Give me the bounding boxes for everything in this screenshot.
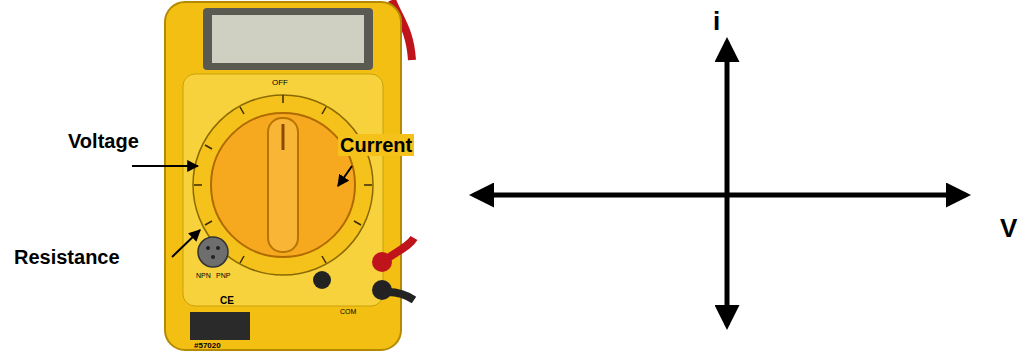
axis-label: V [1000, 215, 1017, 241]
part-label: Current [338, 134, 414, 156]
socket-label: PNP [216, 272, 230, 279]
iv-axes [474, 42, 966, 325]
model-number: #57020 [194, 342, 221, 350]
axis-label: i [713, 8, 720, 34]
leader-arrows [132, 166, 352, 257]
socket-label: NPN [196, 272, 211, 279]
multimeter-photo [165, 0, 414, 350]
part-label: Voltage [68, 131, 139, 151]
socket-label: COM [340, 308, 356, 315]
dial-marking: OFF [272, 79, 288, 87]
part-label: Resistance [14, 247, 120, 267]
mark-text: CE [220, 296, 234, 306]
